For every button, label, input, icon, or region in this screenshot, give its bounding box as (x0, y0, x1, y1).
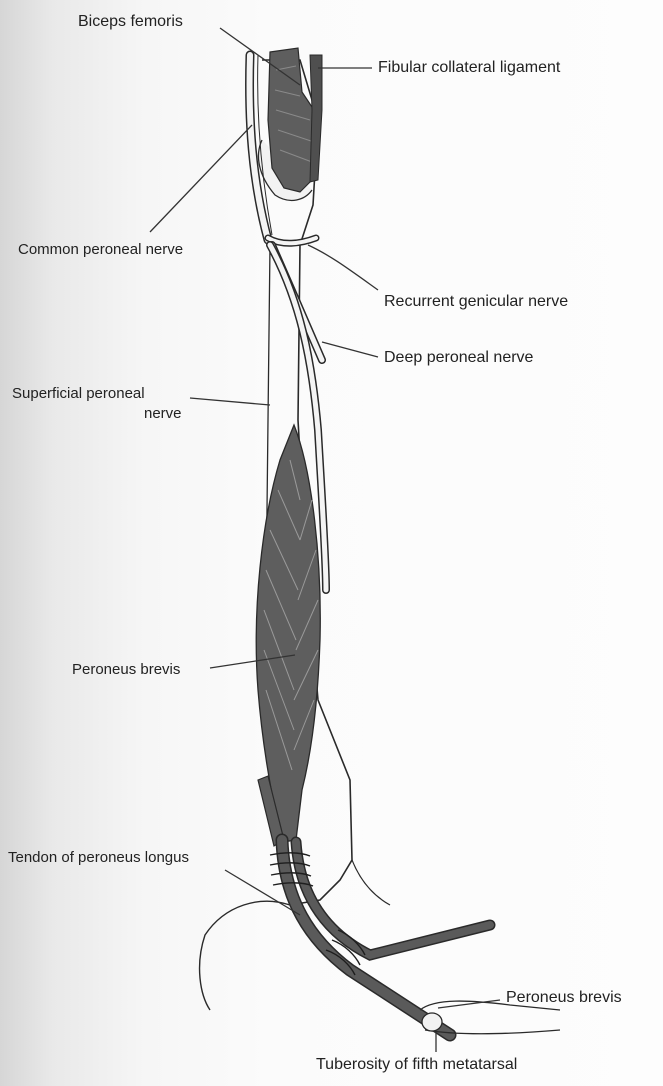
leader-common-peroneal (150, 125, 252, 232)
fibular-collateral-ligament (310, 55, 322, 182)
label-superficial-peroneal-line1: Superficial peroneal (12, 384, 145, 403)
leader-recurrent-genicular (308, 245, 378, 290)
label-deep-peroneal-nerve: Deep peroneal nerve (384, 348, 533, 367)
foot-outline (352, 860, 390, 905)
label-common-peroneal-nerve: Common peroneal nerve (18, 240, 183, 259)
leader-superficial-peroneal (190, 398, 270, 405)
leader-deep-peroneal (322, 342, 378, 357)
peroneus-brevis-tendon (296, 842, 490, 955)
label-recurrent-genicular-nerve: Recurrent genicular nerve (384, 292, 568, 311)
calcaneus-outline (200, 901, 290, 1010)
label-superficial-peroneal-line2: nerve (144, 404, 182, 423)
label-tendon-peroneus-longus: Tendon of peroneus longus (8, 848, 189, 867)
tuberosity-fifth-metatarsal-bump (422, 1013, 442, 1031)
label-tuberosity-fifth-metatarsal: Tuberosity of fifth metatarsal (316, 1055, 517, 1074)
label-biceps-femoris: Biceps femoris (78, 12, 183, 31)
label-peroneus-brevis-tendon: Peroneus brevis (506, 988, 622, 1007)
label-fibular-collateral-ligament: Fibular collateral ligament (378, 58, 560, 77)
label-peroneus-brevis-muscle: Peroneus brevis (72, 660, 180, 679)
